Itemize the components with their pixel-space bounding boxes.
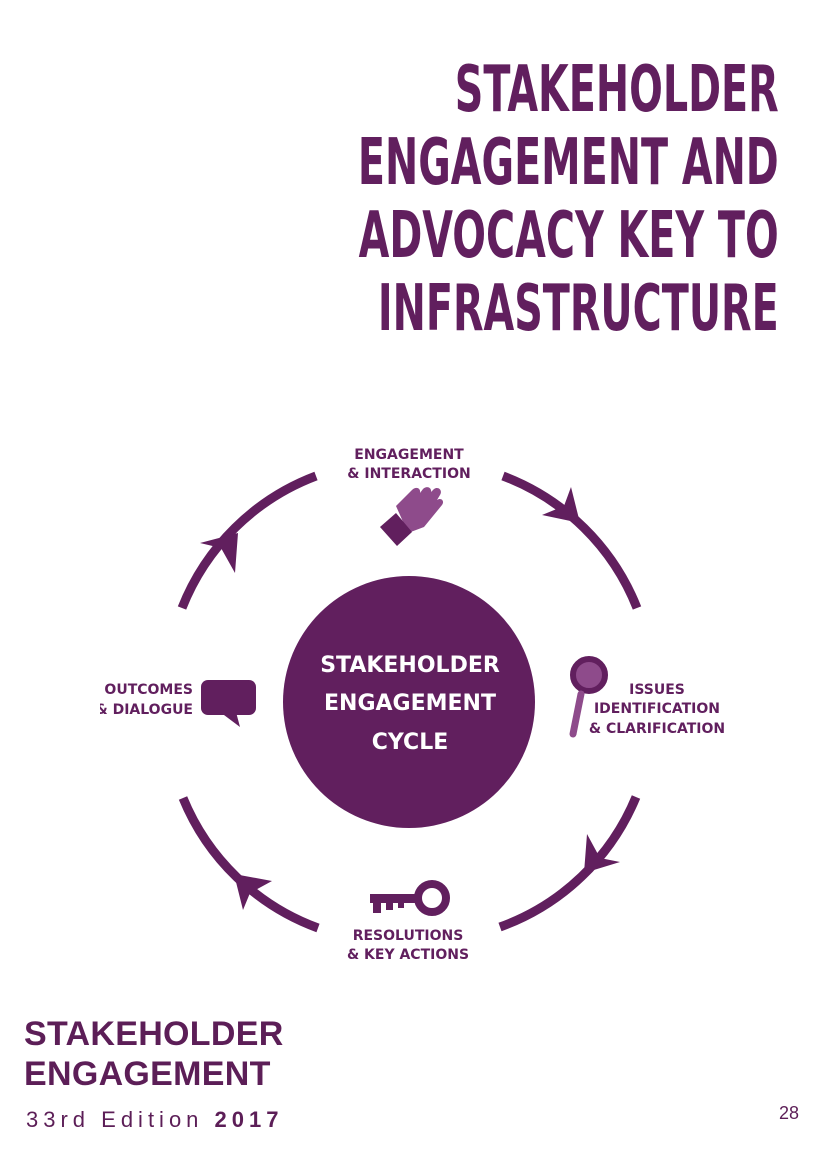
top-label-line-1: ENGAGEMENT [354, 447, 464, 463]
arrow-head-bottom-left [234, 874, 272, 910]
top-label-line-2: & INTERACTION [347, 466, 470, 482]
hand-icon [380, 487, 444, 546]
edition-prefix: 33rd Edition [26, 1107, 204, 1132]
center-label-line-2: ENGAGEMENT [324, 691, 496, 716]
center-label-line-1: STAKEHOLDER [320, 653, 500, 678]
footer-title-line-1: STAKEHOLDER [24, 1015, 284, 1053]
headline-line-4: INFRASTRUCTURE [378, 272, 779, 346]
right-label-line-2: IDENTIFICATION [594, 701, 720, 717]
arrow-head-right-bottom [584, 834, 620, 873]
center-label-line-3: CYCLE [372, 730, 448, 755]
page-headline: STAKEHOLDER ENGAGEMENT AND ADVOCACY KEY … [100, 54, 779, 346]
footer-title-line-2: ENGAGEMENT [24, 1055, 271, 1093]
magnifier-icon [569, 656, 608, 738]
edition-line: 33rd Edition 2017 [26, 1107, 284, 1133]
right-label-line-1: ISSUES [629, 682, 685, 698]
bottom-label-line-2: & KEY ACTIONS [347, 947, 469, 963]
left-label-line-2: & DIALOGUE [100, 702, 193, 718]
speech-bubble-icon [201, 680, 256, 727]
footer-publication-title: STAKEHOLDER ENGAGEMENT [24, 1014, 284, 1094]
arc-right-bottom [498, 795, 641, 932]
arrow-head-left-top [200, 533, 238, 573]
left-label-line-1: OUTCOMES [104, 682, 193, 698]
arc-left-top [177, 471, 318, 610]
arrow-head-top-right [542, 487, 580, 523]
headline-line-3: ADVOCACY KEY TO [358, 199, 779, 273]
stakeholder-engagement-cycle-diagram: STAKEHOLDER ENGAGEMENT CYCLE ENGAGEMENT … [100, 447, 725, 963]
headline-line-2: ENGAGEMENT AND [358, 126, 779, 200]
cycle-center-circle [283, 576, 535, 828]
right-label-line-3: & CLARIFICATION [589, 721, 725, 737]
key-icon [370, 880, 450, 916]
arc-bottom-left [178, 796, 320, 933]
edition-year: 2017 [214, 1107, 284, 1132]
bottom-label-line-1: RESOLUTIONS [353, 928, 464, 944]
headline-line-1: STAKEHOLDER [455, 53, 779, 127]
page-number: 28 [778, 1103, 799, 1123]
arc-top-right [501, 471, 642, 610]
